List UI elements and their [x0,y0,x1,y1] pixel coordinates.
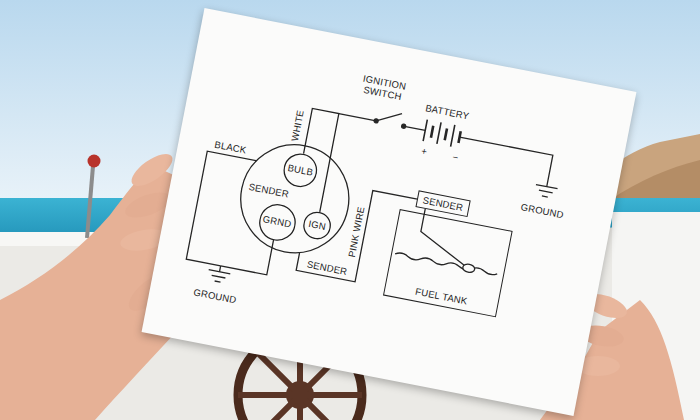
polarity-sign: − [452,151,460,163]
battery-wire [406,127,426,131]
black-wire [186,151,256,269]
sender-wire [296,179,424,292]
node-text: FUEL TANK [414,285,468,306]
terminal-ring [302,210,333,241]
battery-plate [423,120,455,147]
ground-wire [453,137,552,187]
sender-box: SENDER [415,190,470,217]
component-label: IGNITION SWITCH [353,71,414,104]
terminal-circle: GRND [255,200,298,243]
ground-stub [219,266,220,272]
terminal-circle: BULB [280,150,320,190]
node-text: SENDER [422,194,464,213]
ground-symbol [207,270,231,284]
fuel-level [395,252,498,276]
wire-label: PINK WIRE [345,205,366,258]
throttle-lever [87,166,93,238]
fuel-gauge [231,135,358,262]
polarity-sign: + [420,145,428,157]
ground-symbol [534,185,558,199]
ground-label: GROUND [520,201,565,220]
ignition-wire [339,114,376,121]
battery-plate [431,126,461,143]
component-label: BATTERY [425,102,471,122]
ground-label: GROUND [193,286,238,305]
wire-label: WHITE [289,109,306,142]
switch-contact [401,124,406,129]
terminal-ring [281,151,319,189]
terminal-label: SENDER [248,180,290,199]
terminal-circle: IGN [301,209,334,242]
terminal-ring [256,201,298,243]
float [462,263,475,273]
fuel-tank: FUEL TANK [383,209,513,317]
lever-knob [88,155,101,168]
switch-lever [376,109,402,125]
